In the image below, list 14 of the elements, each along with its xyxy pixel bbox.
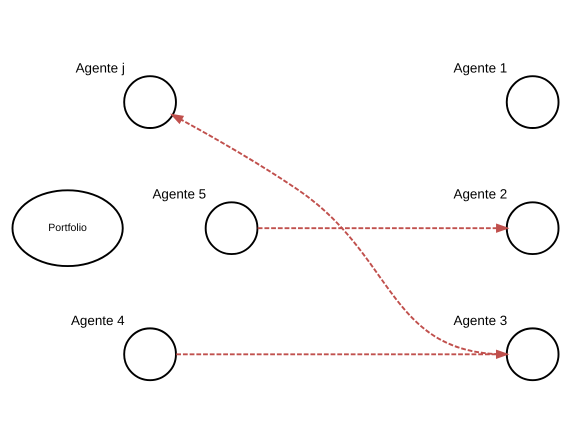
- node-label: Agente j: [76, 60, 125, 76]
- node-label: Agente 2: [454, 186, 508, 202]
- node-label: Agente 5: [152, 186, 206, 202]
- node-circle: [204, 200, 258, 255]
- node-circle: [506, 200, 560, 255]
- node-circle: [506, 74, 560, 128]
- node-circle: [123, 74, 177, 128]
- node-label: Agente 1: [454, 60, 508, 76]
- node-circle: [123, 326, 177, 381]
- node-circle: [506, 326, 560, 381]
- node-label: Agente 4: [70, 312, 125, 328]
- node-label: Agente 3: [454, 312, 508, 328]
- node-ellipse: Portfolio: [12, 188, 124, 267]
- arrow: [258, 222, 510, 232]
